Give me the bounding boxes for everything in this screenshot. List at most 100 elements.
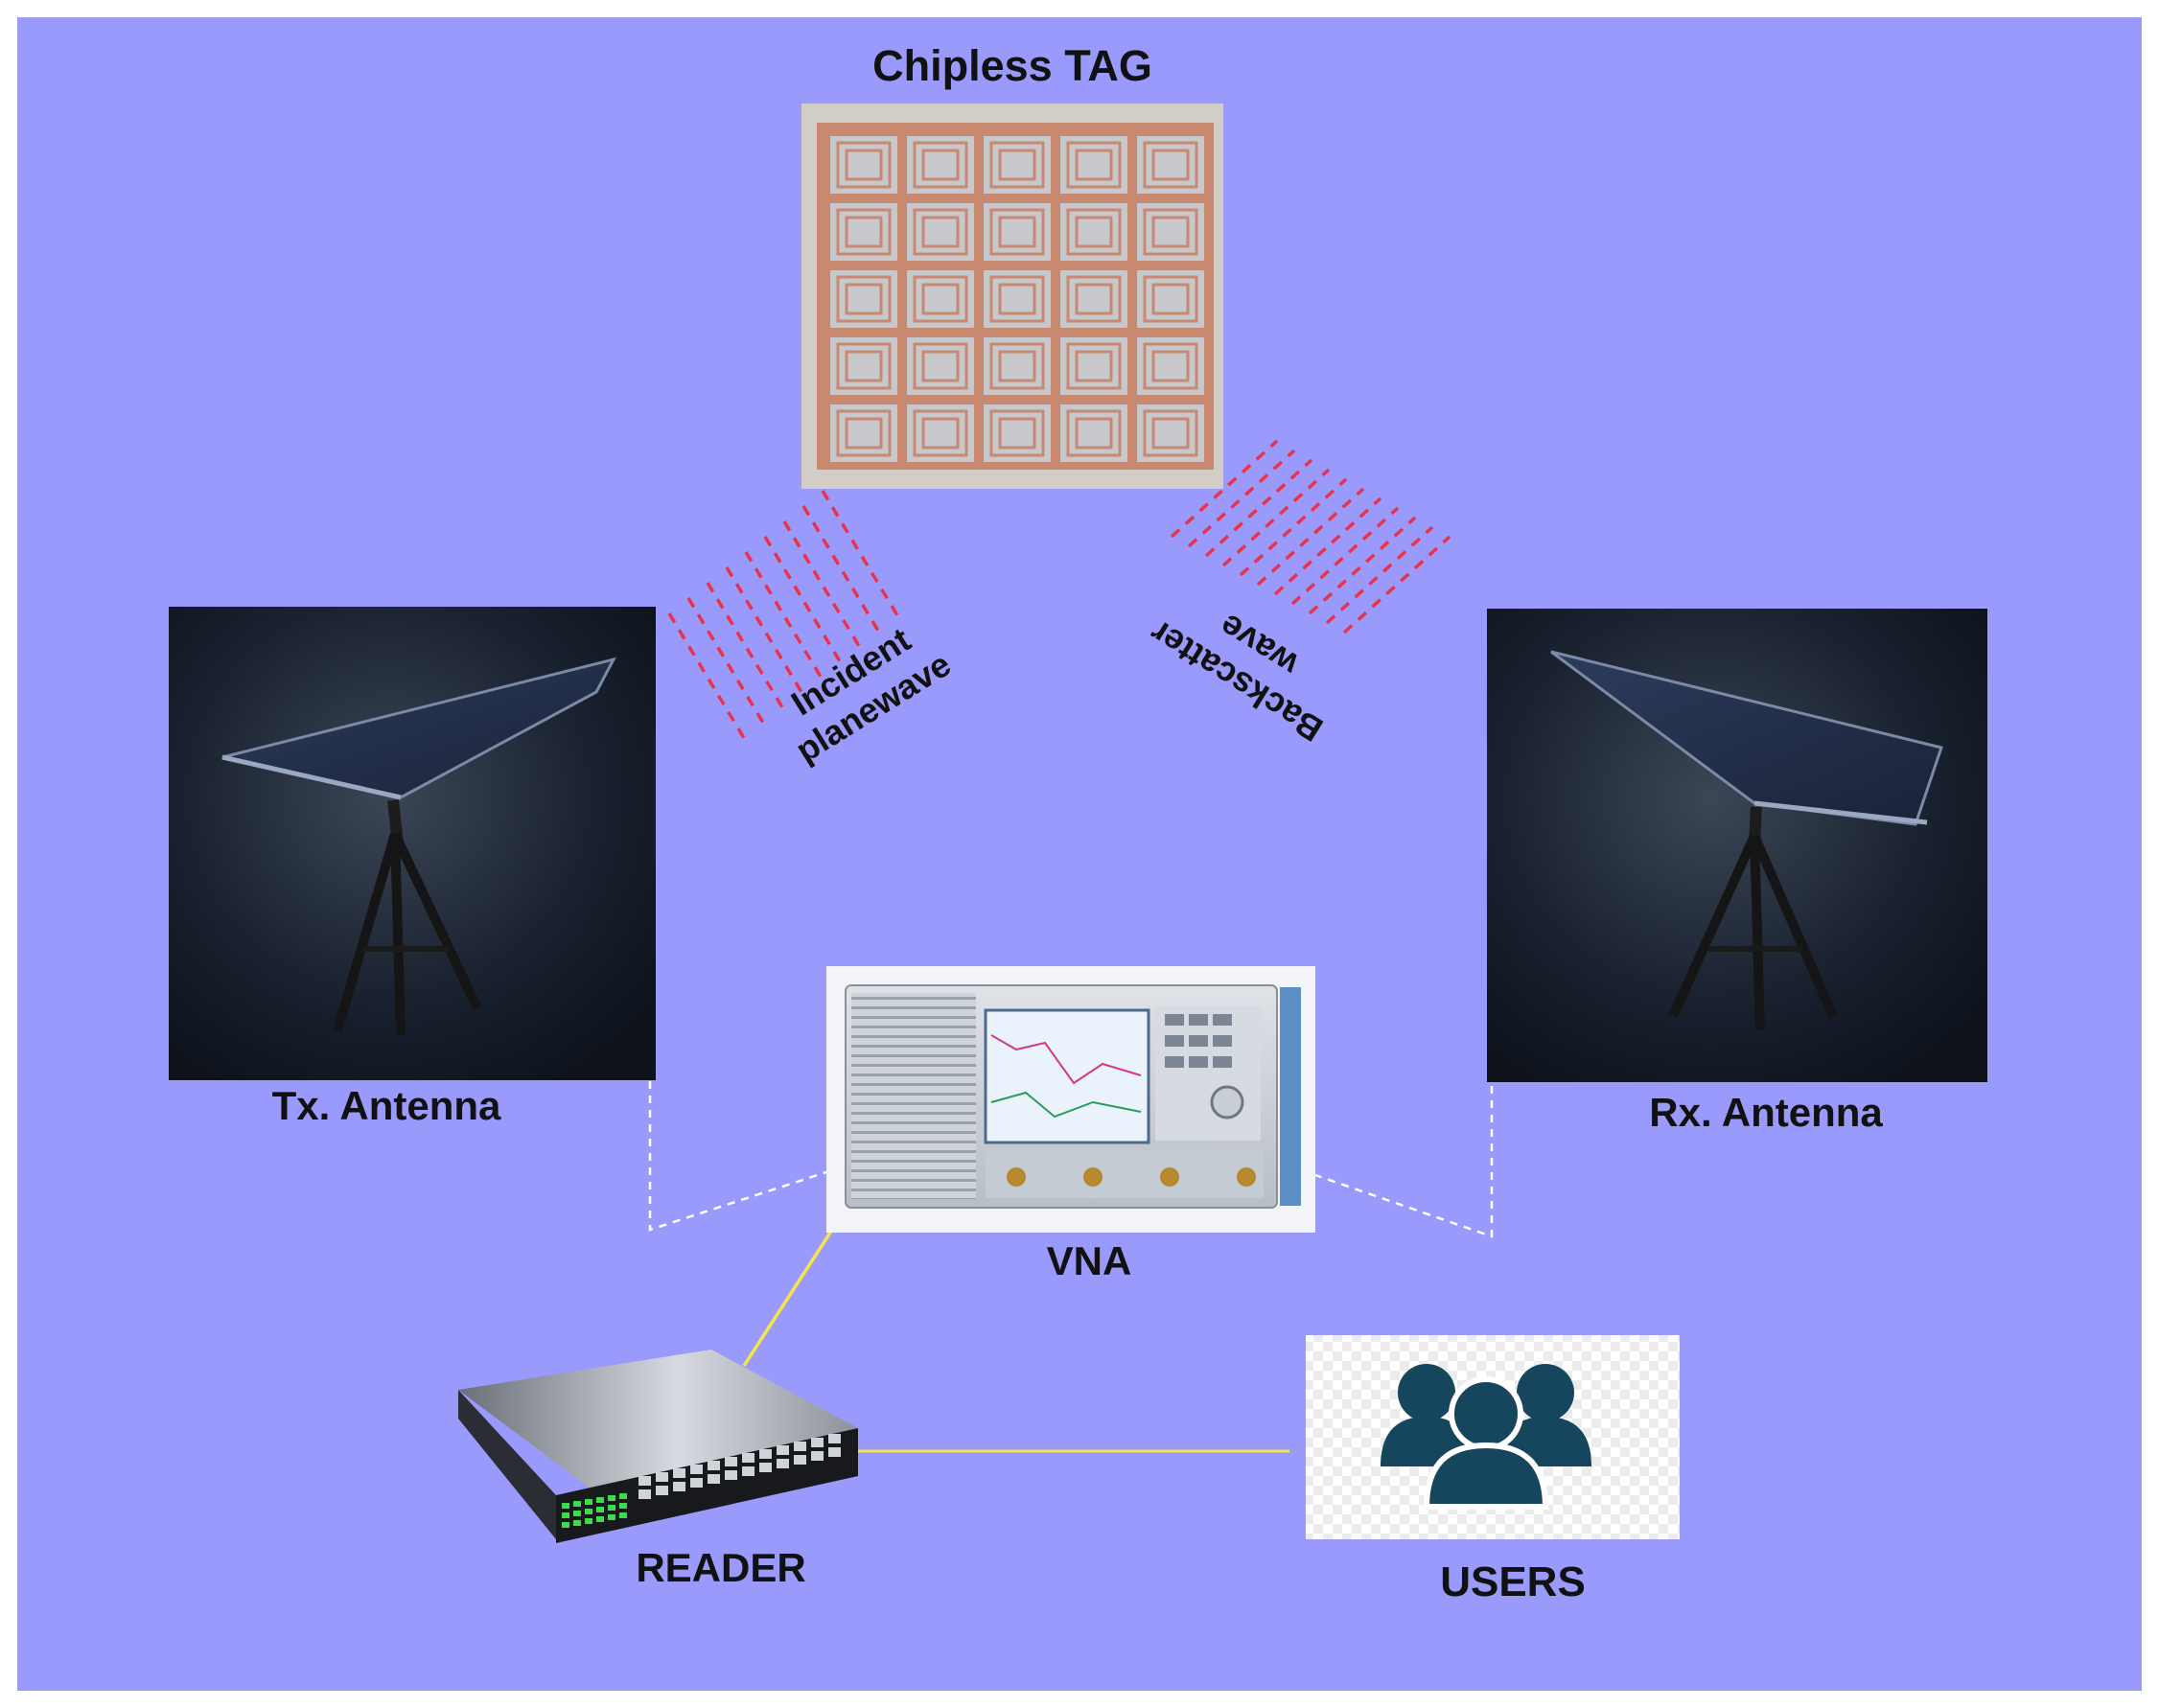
tag-resonator-cell (984, 270, 1051, 328)
tx-antenna-image (169, 607, 656, 1080)
switch-port (777, 1459, 789, 1468)
tag-resonator-cell (907, 404, 974, 462)
tag-resonator-cell (1060, 203, 1127, 261)
vna-image (826, 966, 1315, 1233)
switch-port (759, 1449, 772, 1459)
switch-port (690, 1465, 703, 1474)
dotted-link-tx-vna (648, 1081, 830, 1232)
switch-port (811, 1451, 824, 1461)
switch-port (656, 1486, 668, 1495)
tag-label: Chipless TAG (872, 41, 1152, 90)
tag-resonator-cell (1137, 337, 1204, 395)
switch-led (619, 1512, 627, 1518)
incident-wave-dashes (667, 490, 899, 739)
backscatter-wave-dash (1273, 496, 1382, 596)
backscatter-wave-dash (1342, 535, 1451, 635)
dotted-link-rx-vna (1314, 1086, 1494, 1238)
incident-wave-dash (706, 582, 784, 708)
tag-resonator-cell (830, 404, 897, 462)
tag-resonator-cell (984, 404, 1051, 462)
users-icon (1306, 1335, 1680, 1539)
tag-resonator-cell (1137, 404, 1204, 462)
yellow-link-vna-reader (742, 1229, 834, 1367)
backscatter-wave-dash (1187, 449, 1296, 548)
switch-port (811, 1438, 824, 1447)
tag-resonator-cell (907, 337, 974, 395)
switch-port (828, 1447, 841, 1457)
switch-led (619, 1503, 627, 1509)
tag-resonator-cell (830, 270, 897, 328)
chipless-tag-image (801, 104, 1223, 489)
backscatter-wave-dash (1221, 468, 1331, 567)
tag-resonator-cell (1060, 136, 1127, 194)
backscatter-wave-dash (1204, 458, 1313, 558)
incident-wave-dash (686, 597, 765, 724)
switch-port (742, 1453, 754, 1463)
tag-resonator-cell (830, 337, 897, 395)
switch-led (608, 1514, 615, 1520)
tag-resonator-cell (830, 136, 897, 194)
switch-port (673, 1468, 685, 1478)
tag-resonator-cell (830, 203, 897, 261)
backscatter-wave-dash (1325, 525, 1434, 625)
tx-antenna-label: Tx. Antenna (272, 1083, 501, 1128)
switch-led (585, 1518, 592, 1524)
switch-led (608, 1505, 615, 1511)
backscatter-wave-dashes (1170, 439, 1451, 635)
switch-port (777, 1445, 789, 1455)
tag-resonator-cell (907, 203, 974, 261)
tag-resonator-cell (1060, 337, 1127, 395)
tag-resonator-cell (1060, 270, 1127, 328)
tag-resonator-cell (1137, 270, 1204, 328)
switch-led (573, 1501, 581, 1507)
switch-led (562, 1512, 569, 1518)
incident-wave-dash (667, 612, 746, 739)
tag-resonator-cell (984, 136, 1051, 194)
switch-led (573, 1511, 581, 1516)
switch-led (573, 1520, 581, 1526)
switch-port (828, 1434, 841, 1443)
switch-port (794, 1442, 806, 1451)
switch-port (656, 1472, 668, 1482)
switch-led (585, 1509, 592, 1514)
switch-port (690, 1478, 703, 1488)
switch-led (585, 1499, 592, 1505)
backscatter-wave-dash (1239, 477, 1348, 577)
rx-antenna-image (1487, 609, 1987, 1082)
users-label: USERS (1440, 1558, 1586, 1605)
backscatter-wave-dash (1256, 487, 1365, 587)
incident-wave-dash (821, 490, 899, 616)
switch-port (673, 1482, 685, 1491)
tag-resonator-cell (907, 136, 974, 194)
switch-led (596, 1497, 604, 1503)
network-switch-image (458, 1350, 858, 1543)
switch-port (638, 1476, 651, 1486)
switch-led (596, 1507, 604, 1512)
switch-port (759, 1463, 772, 1472)
switch-led (619, 1493, 627, 1499)
switch-port (725, 1470, 737, 1480)
incident-wave-dash (744, 551, 823, 678)
switch-port (638, 1489, 651, 1499)
tag-resonator-cell (984, 337, 1051, 395)
incident-wave-dash (782, 520, 861, 647)
backscatter-wave-dash (1308, 516, 1417, 615)
reader-label: READER (636, 1545, 805, 1590)
incident-wave-dash (763, 536, 842, 662)
switch-port (708, 1461, 720, 1470)
switch-led (562, 1522, 569, 1528)
tag-resonator-cell (1137, 203, 1204, 261)
tag-resonator-cell (1137, 136, 1204, 194)
switch-port (708, 1474, 720, 1484)
backscatter-wave-dash (1170, 439, 1279, 539)
tag-resonator-cell (984, 203, 1051, 261)
switch-port (742, 1466, 754, 1476)
switch-port (725, 1457, 737, 1466)
tag-resonator-cell (907, 270, 974, 328)
rx-antenna-label: Rx. Antenna (1649, 1090, 1883, 1135)
incident-wave-dash (725, 566, 803, 693)
switch-led (562, 1503, 569, 1509)
tag-resonator-cell (1060, 404, 1127, 462)
incident-wave-dash (801, 505, 880, 632)
